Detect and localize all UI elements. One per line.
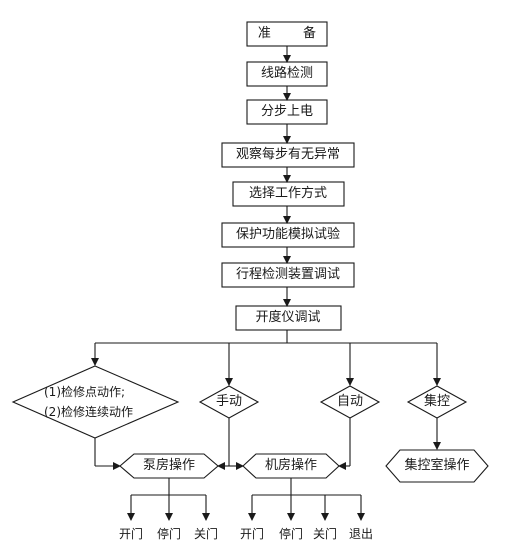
step-box-prepare (246, 21, 328, 47)
step-label-prepare: 准 备 (257, 26, 331, 41)
step-label-protection-test: 保护功能模拟试验 (235, 227, 341, 242)
step-box-opening-meter (235, 305, 342, 331)
step-label-opening-meter: 开度仪调试 (255, 310, 321, 325)
step-label-power-on: 分步上电 (260, 104, 314, 119)
step-box-observe (221, 142, 355, 168)
step-label-line-check: 线路检测 (260, 66, 314, 81)
machine-room-label: 机房操作 (264, 458, 318, 473)
local-check-line-2: (2)检修连续动作 (44, 405, 133, 419)
pump-action-open: 开门 (118, 527, 144, 541)
pump-room-label: 泵房操作 (142, 458, 196, 473)
manual-label: 手动 (215, 394, 243, 409)
step-label-select-mode: 选择工作方式 (248, 186, 328, 201)
central-room-hexagon (385, 449, 489, 483)
machine-action-stop: 停门 (278, 527, 304, 541)
step-label-observe: 观察每步有无异常 (235, 147, 341, 162)
step-label-stroke-detect: 行程检测装置调试 (235, 267, 341, 282)
step-box-line-check (246, 61, 328, 87)
machine-action-open: 开门 (239, 527, 265, 541)
pump-action-stop: 停门 (156, 527, 182, 541)
step-box-protection-test (221, 222, 355, 248)
machine-action-exit: 退出 (348, 527, 374, 541)
local-check-line-1: (1)检修点动作; (44, 385, 126, 399)
central-label: 集控 (423, 394, 451, 409)
auto-label: 自动 (336, 394, 364, 409)
step-box-stroke-detect (221, 262, 355, 288)
pump-room-hexagon (119, 453, 219, 479)
machine-room-hexagon (242, 453, 340, 479)
pump-action-close: 关门 (193, 527, 219, 541)
step-box-select-mode (232, 181, 345, 207)
machine-action-close: 关门 (312, 527, 338, 541)
local-check-diamond (11, 365, 180, 439)
central-room-label: 集控室操作 (404, 458, 470, 473)
